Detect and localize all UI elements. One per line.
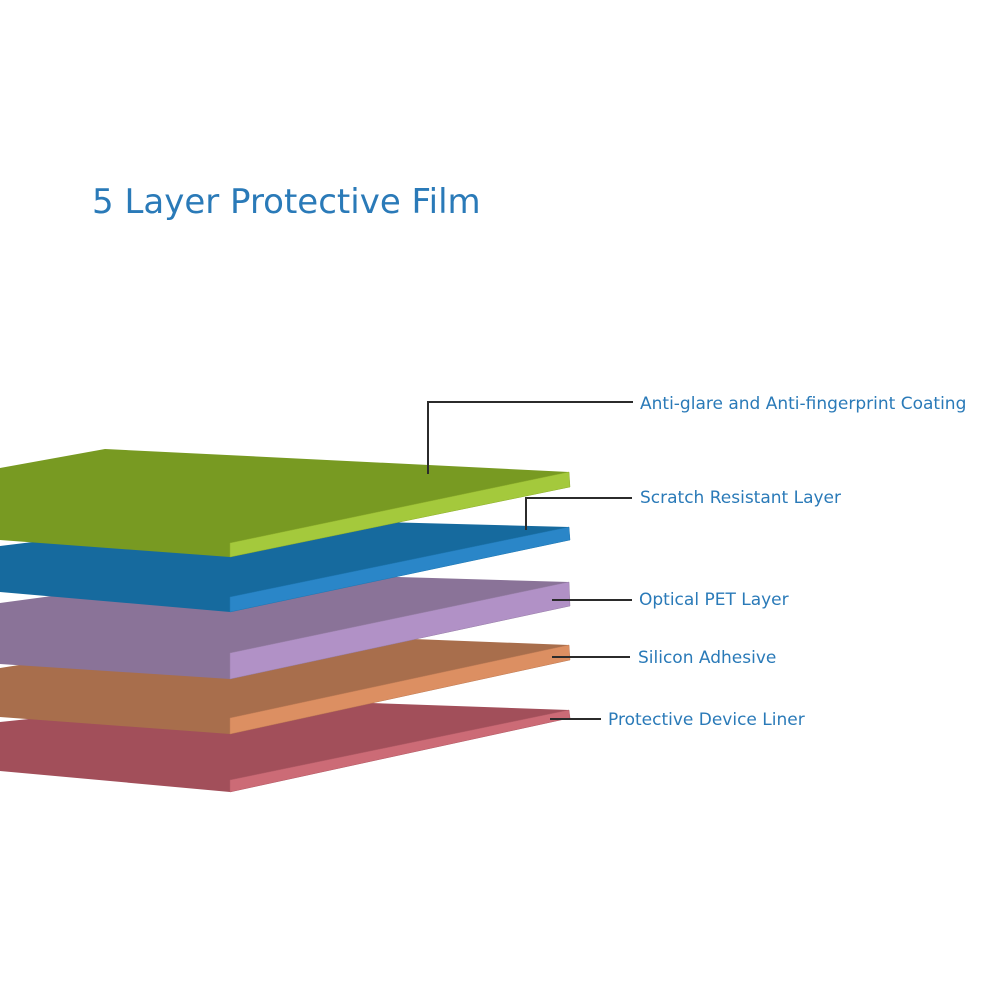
layer-front-face	[229, 526, 571, 613]
layer-anti-glare-coating	[0, 449, 571, 558]
layer-label-silicon-adhesive: Silicon Adhesive	[638, 648, 776, 668]
layer-front-face	[229, 471, 571, 558]
layer-front-face	[229, 644, 571, 735]
layer-label-anti-glare-coating: Anti-glare and Anti-fingerprint Coating	[640, 394, 966, 414]
leader-line-scratch-resistant	[525, 497, 632, 530]
layer-label-scratch-resistant: Scratch Resistant Layer	[640, 488, 841, 508]
layer-label-optical-pet: Optical PET Layer	[639, 590, 789, 610]
diagram-title: 5 Layer Protective Film	[92, 182, 481, 222]
layer-front-face	[229, 581, 571, 680]
layer-label-protective-device-liner: Protective Device Liner	[608, 710, 805, 730]
leader-line-anti-glare-coating	[427, 401, 633, 474]
layer-front-face	[229, 709, 571, 793]
layer-top-face	[0, 449, 570, 557]
